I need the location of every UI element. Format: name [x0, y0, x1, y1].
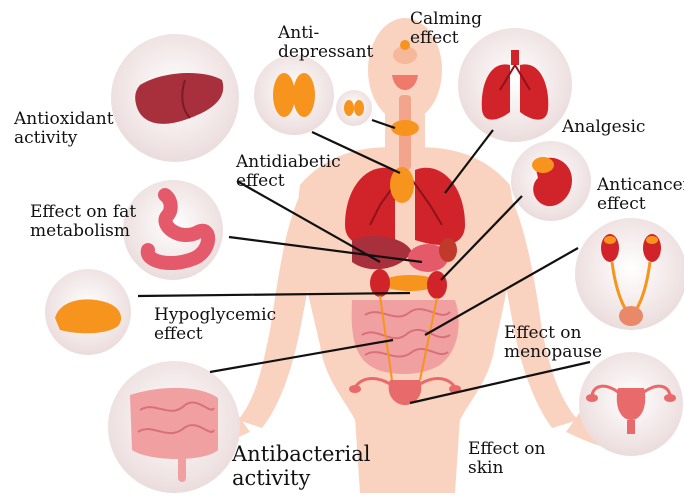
pancreas-icon — [45, 269, 131, 355]
label-antidiabetic: Antidiabetic effect — [236, 153, 341, 191]
stomach-icon — [123, 180, 223, 280]
label-antibacterial: Antibacterial activity — [232, 443, 370, 490]
label-calming: Calming effect — [410, 10, 482, 48]
right-kidney — [427, 271, 447, 299]
label-skin: Effect on skin — [468, 440, 546, 478]
uterus-icon — [579, 352, 683, 456]
intestine-icon — [108, 361, 240, 493]
urinary-system-icon — [575, 218, 684, 330]
thyroid-gland — [391, 120, 419, 136]
thyroid-icon — [254, 55, 334, 135]
label-antioxidant: Antioxidant activity — [14, 110, 114, 148]
label-anticancer: Anticancer effect — [597, 176, 684, 214]
left-ovary — [349, 385, 361, 393]
small-thyroid-icon — [336, 90, 372, 126]
label-fat-metabolism: Effect on fat metabolism — [30, 203, 136, 241]
liver-icon — [111, 34, 239, 162]
label-menopause: Effect on menopause — [504, 324, 602, 362]
label-hypoglycemic: Hypoglycemic effect — [154, 306, 276, 344]
legs — [355, 418, 460, 493]
spleen — [439, 238, 457, 262]
label-antidepressant: Anti- depressant — [278, 24, 373, 62]
label-analgesic: Analgesic — [562, 118, 645, 137]
pituitary — [400, 40, 410, 50]
heart — [390, 167, 414, 203]
kidney-icon — [511, 141, 591, 221]
